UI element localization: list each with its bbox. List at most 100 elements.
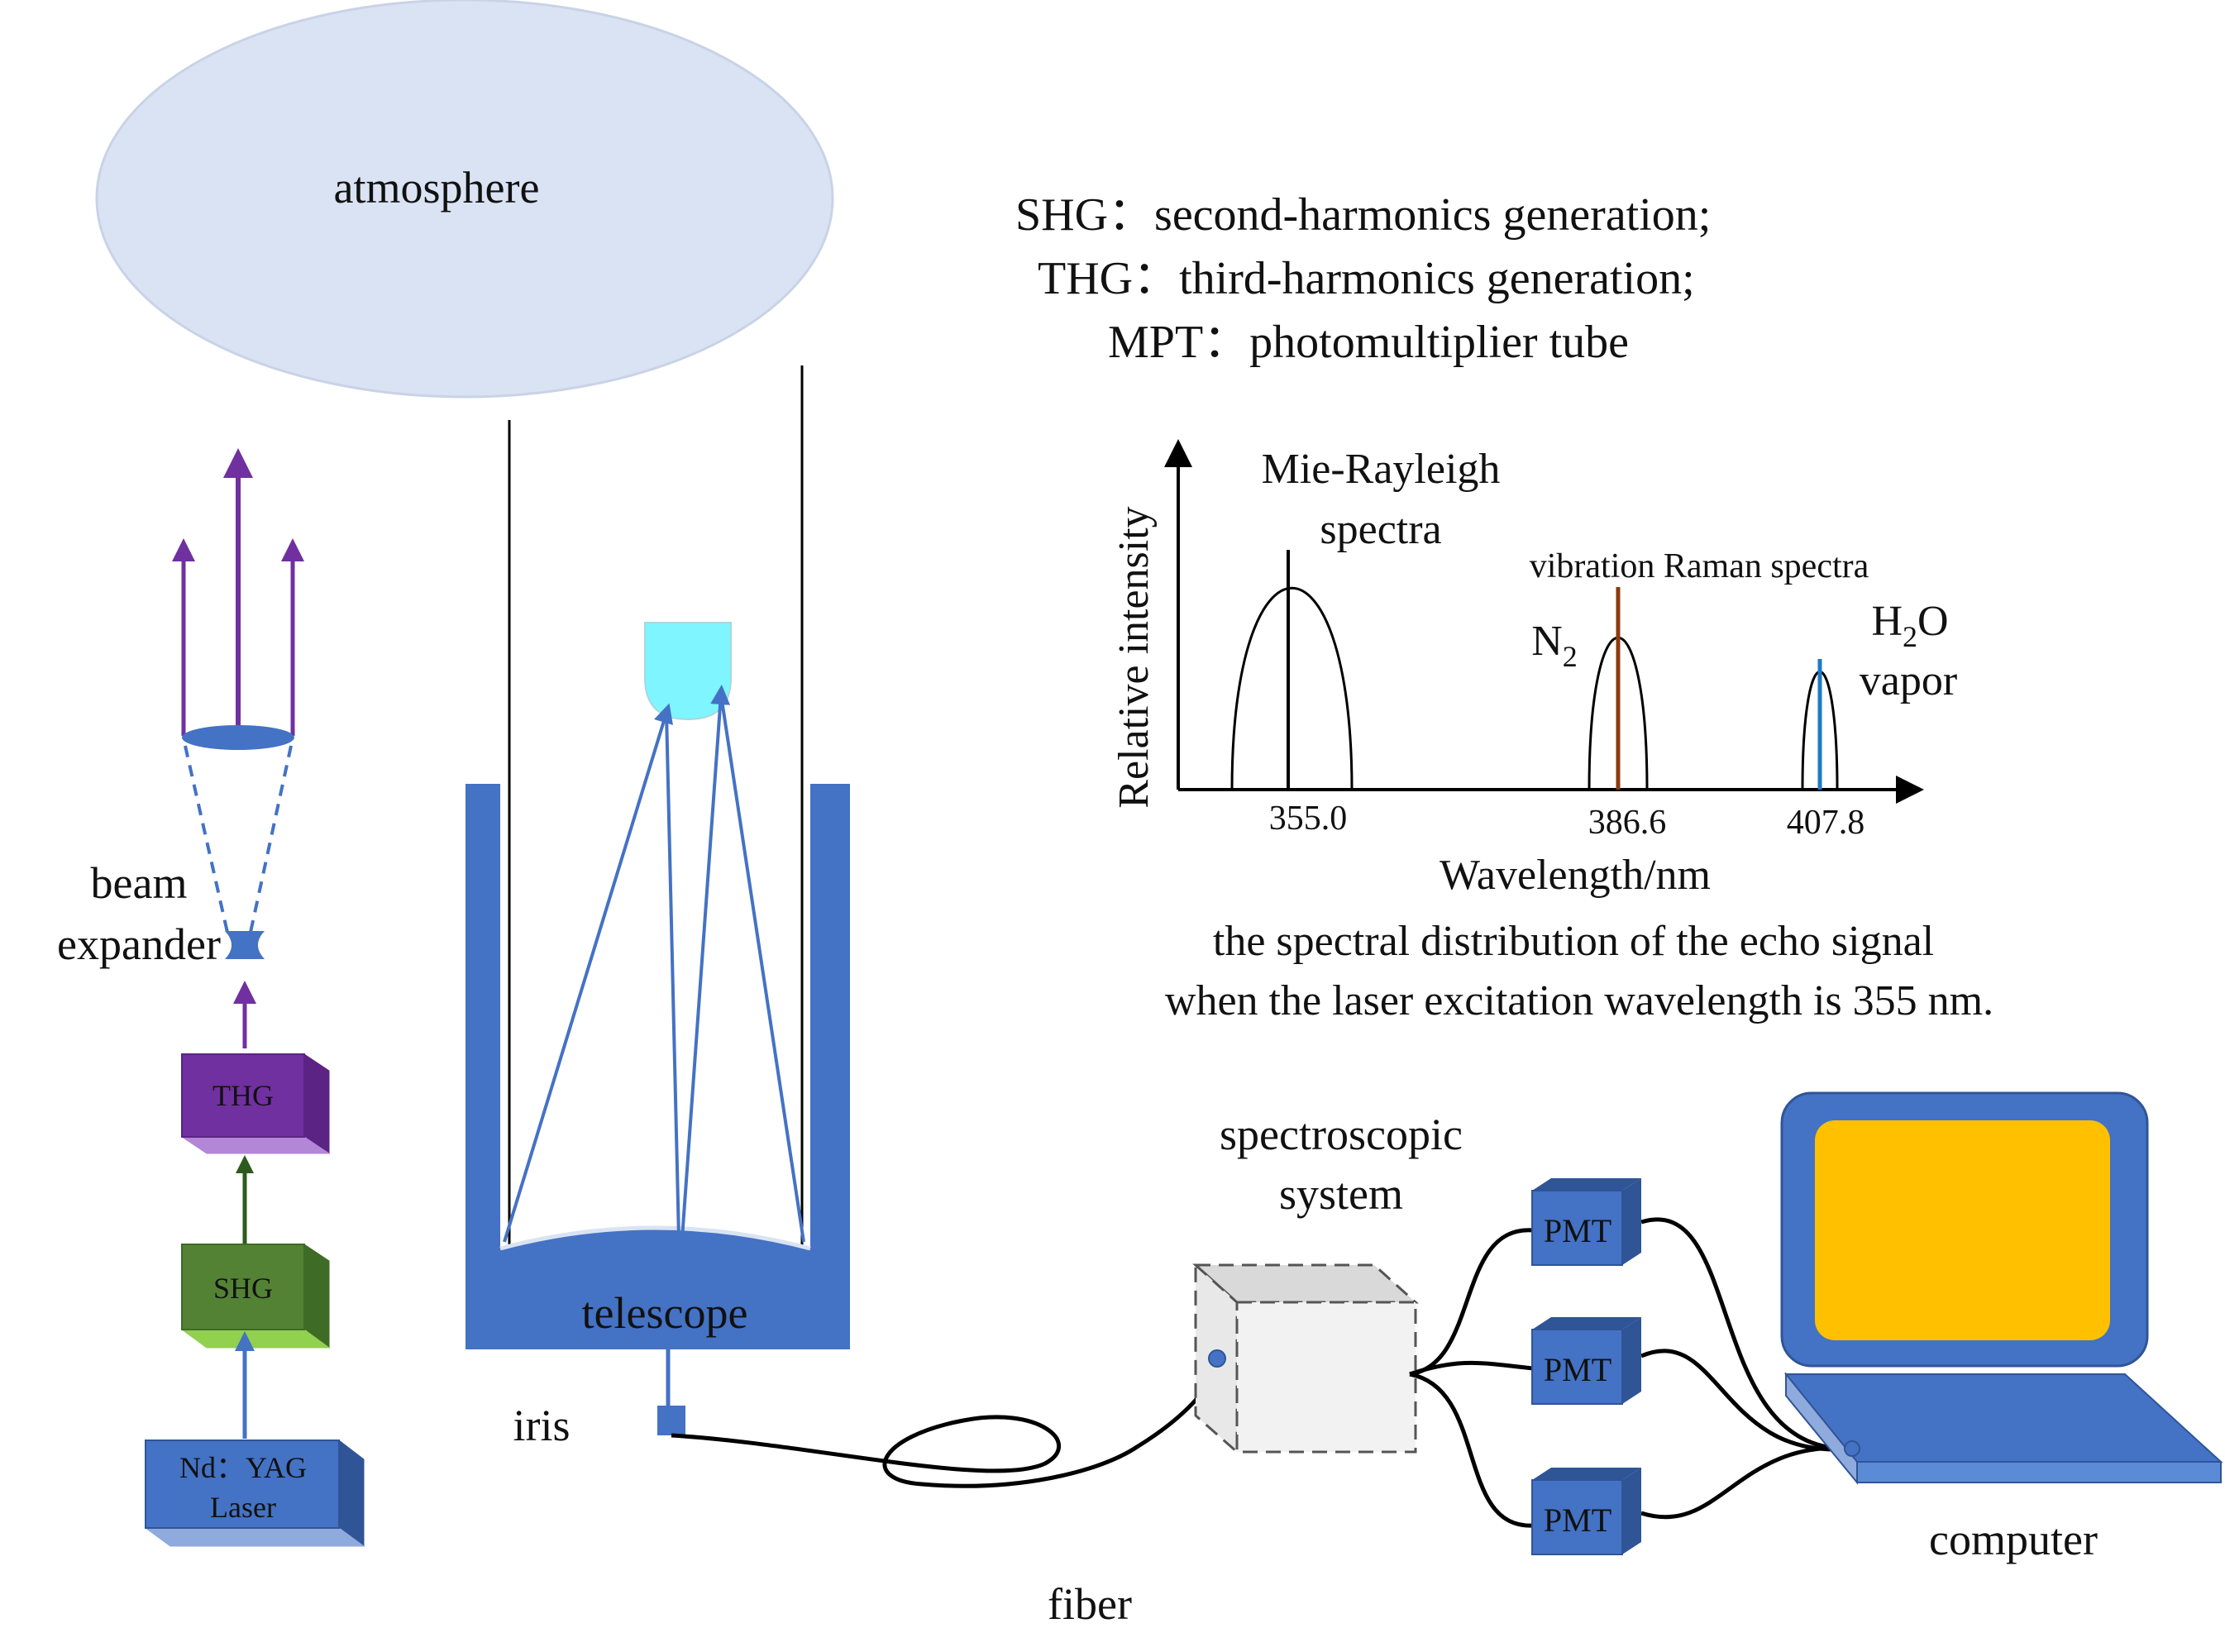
pmt-1-top-face [1532,1178,1641,1191]
telescope-housing [466,784,850,1349]
ray-1 [503,703,673,1243]
computer-keyboard-side [1785,1372,1858,1485]
atmosphere-ellipse [95,0,834,399]
peak-h2o-label-main: H [1871,598,1903,645]
pmt-3-front-face [1531,1479,1623,1555]
thg-front-face [181,1053,305,1138]
expander-input-lens [225,931,265,959]
pmt-1-label: PMT [1544,1212,1611,1249]
computer-label: computer [1929,1515,2098,1564]
telescope: telescope [466,365,850,1410]
pmt-2-front-face [1531,1329,1623,1405]
pmt-2-side-face [1622,1317,1641,1404]
legend: SHG：second-harmonics generation; THG：thi… [1015,189,1711,368]
legend-sep-shg: ： [1108,189,1154,241]
expander-cone-left [184,745,230,937]
chart-caption-line2: when the laser excitation wavelength is … [1165,977,1993,1024]
spectroscopic-system: spectroscopic system [1192,1110,1463,1455]
pmt-1: PMT [1531,1178,1641,1266]
legend-abbr-shg: SHG [1015,189,1108,241]
beam-expander-label-line2: expander [57,919,221,969]
cable-spectro-pmt1 [1409,1228,1535,1377]
fiber-label: fiber [1048,1579,1132,1629]
legend-item-thg: THG：third-harmonics generation; [1038,253,1695,304]
spectro-fiber-port [1208,1349,1226,1368]
expander-cone-right [248,745,293,937]
legend-desc-mpt: photomultiplier tube [1249,317,1629,368]
telescope-primary-mirror [499,1225,811,1251]
thg-side-face [303,1053,330,1154]
pmt-1-front-face [1531,1190,1623,1266]
cable-spectro-pmt2 [1409,1360,1535,1377]
pmt-3-side-face [1622,1468,1641,1554]
peak-h2o-label: H2O [1871,598,1948,653]
legend-desc-shg: second-harmonics generation; [1154,189,1711,241]
laser-bottom-face [144,1527,365,1547]
legend-abbr-mpt: MPT [1108,317,1203,368]
cable-pmt1-computer [1640,1217,1853,1451]
thg-box-label: THG [212,1079,274,1112]
ray-4 [719,694,805,1243]
peak-mie-rayleigh-label-line1: Mie-Rayleigh [1262,446,1501,493]
peak-h2o-label-tail: O [1917,598,1949,645]
spectroscopic-label-line1: spectroscopic [1220,1110,1463,1159]
shg-box-label: SHG [213,1272,273,1305]
thg-bottom-face [180,1136,331,1154]
legend-sep-mpt: ： [1203,317,1249,368]
tick-label-386: 386.6 [1588,804,1667,842]
peak-mie-rayleigh-curve [1230,587,1354,790]
pmt-3-top-face [1532,1468,1641,1480]
shg-box: SHG [180,1244,331,1349]
iris-label: iris [513,1401,570,1450]
raman-group-label: vibration Raman spectra [1530,547,1869,585]
peak-h2o-label-sub: 2 [1903,620,1917,653]
legend-abbr-thg: THG [1038,253,1133,304]
secondary-mirror [644,622,732,721]
peak-n2-label-sub: 2 [1563,640,1578,673]
expander-output-lens [182,725,294,750]
shg-front-face [181,1244,305,1330]
fiber: fiber [671,1359,1221,1629]
fiber-cable [671,1359,1221,1488]
tick-label-355: 355.0 [1269,800,1348,838]
cable-pmt2-computer [1640,1349,1853,1452]
laser-box: Nd：YAG Laser [144,1439,365,1547]
chart-x-axis-label: Wavelength/nm [1440,852,1711,899]
legend-item-shg: SHG：second-harmonics generation; [1015,189,1711,241]
spectro-front-face [1235,1301,1417,1454]
spectral-chart: Relative intensity Mie-Rayleigh spectra … [1110,439,1993,1024]
spectroscopic-label-line2: system [1279,1169,1403,1219]
pmt-1-side-face [1622,1178,1641,1265]
cable-pmt3-computer [1640,1445,1853,1520]
output-beams [172,448,304,736]
pmt-2-label: PMT [1544,1351,1611,1388]
telescope-optical-rays [503,685,805,1410]
peak-n2-label: N2 [1531,618,1578,673]
atmosphere: atmosphere [95,0,834,399]
legend-sep-thg: ： [1133,253,1179,304]
legend-desc-thg: third-harmonics generation; [1179,253,1695,304]
pmt-2: PMT [1531,1317,1641,1405]
ray-2 [665,712,681,1274]
peak-h2o-label-line2: vapor [1860,657,1957,704]
pmt-3-label: PMT [1544,1502,1611,1539]
chart-caption-line1: the spectral distribution of the echo si… [1213,918,1934,965]
laser-label-line1: Nd：YAG [179,1451,307,1484]
signal-cables [1409,1217,1853,1528]
peak-mie-rayleigh-label-line2: spectra [1320,506,1441,553]
ray-3 [678,685,731,1274]
pmt-2-top-face [1532,1317,1641,1330]
beam-expander: beam expander [57,725,294,969]
laser-front-face [145,1440,340,1529]
tick-label-407: 407.8 [1787,804,1865,842]
chart-y-axis-label: Relative intensity [1110,506,1158,808]
cable-spectro-pmt3 [1409,1372,1535,1528]
telescope-label: telescope [582,1288,748,1338]
beam-expander-label-line1: beam [91,858,188,908]
legend-item-mpt: MPT：photomultiplier tube [1108,317,1629,368]
iris: iris [513,1401,685,1450]
peak-n2-label-main: N [1531,618,1563,665]
computer-keyboard-front [1856,1461,2222,1483]
shg-bottom-face [180,1329,331,1349]
